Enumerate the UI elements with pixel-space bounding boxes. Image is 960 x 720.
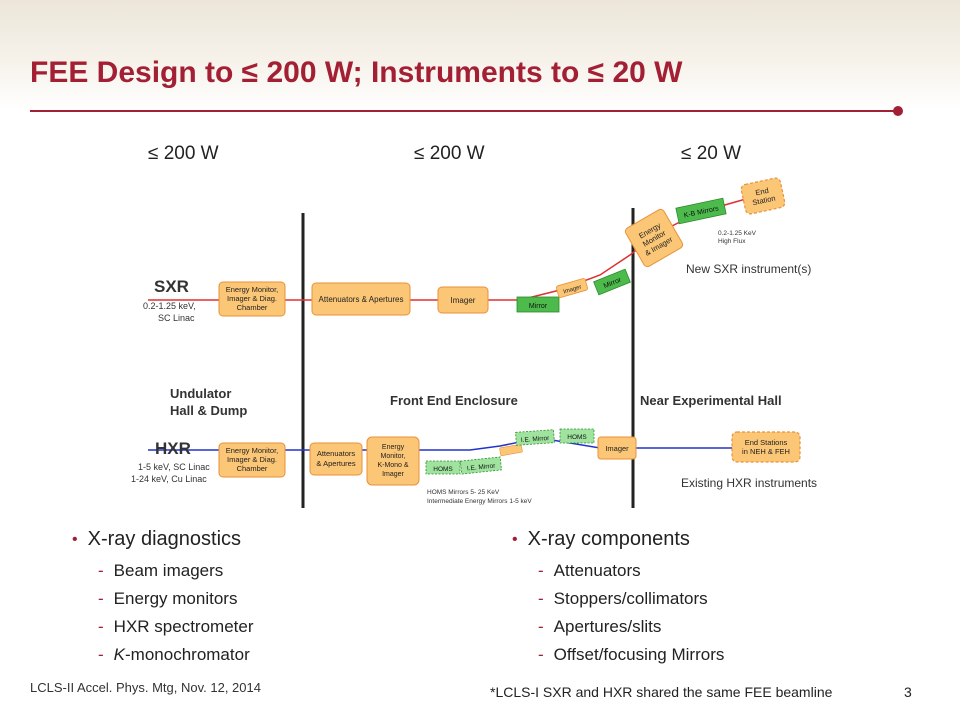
svg-text:Energy Monitor,: Energy Monitor, <box>226 446 279 455</box>
svg-text:Imager: Imager <box>563 284 583 295</box>
left-bullet-item: -HXR spectrometer <box>98 617 254 636</box>
region-fee-label: Front End Enclosure <box>390 393 518 408</box>
power-level-fee: ≤ 200 W <box>414 143 485 164</box>
hxr-spec-sc: 1-5 keV, SC Linac <box>138 462 210 472</box>
hxr-end-stations: End Stations in NEH & FEH <box>731 431 801 463</box>
svg-text:Imager: Imager <box>382 471 404 478</box>
right-bullet-item: -Apertures/slits <box>538 617 662 636</box>
sxr-label: SXR <box>154 277 189 296</box>
hxr-ie-mirror-1: I.E. Mirror <box>459 456 502 475</box>
title-rule <box>30 110 896 112</box>
sxr-mirror-1: Mirror <box>516 296 560 313</box>
title-rule-dot <box>893 106 903 116</box>
svg-text:Imager & Diag.: Imager & Diag. <box>227 455 277 464</box>
region-neh-label: Near Experimental Hall <box>640 393 782 408</box>
existing-hxr-instruments-label: Existing HXR instruments <box>681 476 817 490</box>
sxr-mirror-2: Mirror <box>593 268 631 296</box>
left-bullet-item: -Energy monitors <box>98 589 238 608</box>
hxr-attenuators-box: Attenuators & Apertures <box>309 442 363 476</box>
sxr-energy-monitor-2: Energy Monitor & Imager <box>624 208 684 268</box>
svg-text:I.E. Mirror: I.E. Mirror <box>467 462 497 472</box>
footer-meeting: LCLS-II Accel. Phys. Mtg, Nov. 12, 2014 <box>30 680 261 695</box>
hxr-small-imager-icon <box>499 444 523 456</box>
svg-text:Imager: Imager <box>605 444 629 453</box>
new-sxr-instruments-label: New SXR instrument(s) <box>686 262 811 276</box>
svg-text:Chamber: Chamber <box>237 303 268 312</box>
svg-text:K-Mono &: K-Mono & <box>377 462 408 469</box>
header-background <box>0 0 960 110</box>
sxr-end-station: End Station <box>740 177 786 215</box>
left-bullet-item: -Beam imagers <box>98 561 224 580</box>
svg-text:in NEH & FEH: in NEH & FEH <box>742 447 790 456</box>
hxr-label: HXR <box>155 439 191 458</box>
svg-text:I.E. Mirror: I.E. Mirror <box>521 435 551 444</box>
svg-text:End: End <box>755 186 770 198</box>
hxr-ie-mirror-2: I.E. Mirror <box>515 429 555 446</box>
sxr-kb-mirrors: K-B Mirrors <box>675 197 727 225</box>
svg-text:HOMS: HOMS <box>433 466 453 473</box>
hxr-homs-2: HOMS <box>559 428 595 444</box>
power-level-neh: ≤ 20 W <box>681 143 742 164</box>
sxr-imager-small: Imager <box>556 278 588 298</box>
bullet-dot-icon: • <box>72 531 78 548</box>
hxr-spec-cu: 1-24 keV, Cu Linac <box>131 474 207 484</box>
slide-title: FEE Design to ≤ 200 W; Instruments to ≤ … <box>30 56 683 89</box>
hxr-imager-box: Imager <box>597 436 637 460</box>
left-bullet-list: •X-ray diagnostics -Beam imagers -Energy… <box>72 528 254 669</box>
svg-text:Chamber: Chamber <box>237 464 268 473</box>
footer-note: *LCLS-I SXR and HXR shared the same FEE … <box>490 684 833 700</box>
right-bullet-item: -Attenuators <box>538 561 641 580</box>
svg-text:Attenuators: Attenuators <box>317 449 356 458</box>
power-level-undulator: ≤ 200 W <box>148 143 219 164</box>
left-bullet-heading: •X-ray diagnostics <box>72 528 242 550</box>
region-undulator-line2: Hall & Dump <box>170 403 247 418</box>
sxr-flux-note-energy: 0.2-1.25 KeV <box>718 230 757 237</box>
region-undulator-line1: Undulator <box>170 386 231 401</box>
left-bullet-item: -K-monochromator <box>98 645 250 664</box>
svg-text:End Stations: End Stations <box>745 438 788 447</box>
svg-text:Attenuators & Apertures: Attenuators & Apertures <box>319 295 404 304</box>
hxr-energy-monitor-box: Energy Monitor, Imager & Diag. Chamber <box>218 442 286 478</box>
svg-text:Energy Monitor,: Energy Monitor, <box>226 285 279 294</box>
right-bullet-item: -Stoppers/collimators <box>538 589 708 608</box>
svg-text:Energy: Energy <box>382 444 405 451</box>
right-bullet-heading: •X-ray components <box>512 528 690 550</box>
sxr-flux-note-flux: High Flux <box>718 238 746 245</box>
sxr-spec-linac: SC Linac <box>158 313 195 323</box>
hxr-energy-monitor-2: Energy Monitor, K-Mono & Imager <box>366 436 420 486</box>
svg-text:Imager & Diag.: Imager & Diag. <box>227 294 277 303</box>
hxr-mirrors-note-ie: Intermediate Energy Mirrors 1-5 keV <box>427 498 532 505</box>
hxr-mirrors-note-homs: HOMS Mirrors 5- 25 KeV <box>427 489 500 496</box>
svg-text:HOMS: HOMS <box>567 434 587 441</box>
right-bullet-list: •X-ray components -Attenuators -Stoppers… <box>512 528 724 669</box>
svg-text:& Apertures: & Apertures <box>316 459 355 468</box>
sxr-imager-box: Imager <box>437 286 489 314</box>
sxr-attenuators-box: Attenuators & Apertures <box>311 282 411 316</box>
svg-text:Monitor,: Monitor, <box>381 453 406 460</box>
svg-text:Imager: Imager <box>451 296 476 305</box>
bullet-dot-icon: • <box>512 531 518 548</box>
hxr-homs-1: HOMS <box>425 460 461 475</box>
page-number: 3 <box>904 684 912 700</box>
sxr-spec-energy: 0.2-1.25 keV, <box>143 301 196 311</box>
sxr-energy-monitor-box: Energy Monitor, Imager & Diag. Chamber <box>218 281 286 317</box>
svg-text:Mirror: Mirror <box>529 303 548 310</box>
right-bullet-item: -Offset/focusing Mirrors <box>538 645 725 664</box>
